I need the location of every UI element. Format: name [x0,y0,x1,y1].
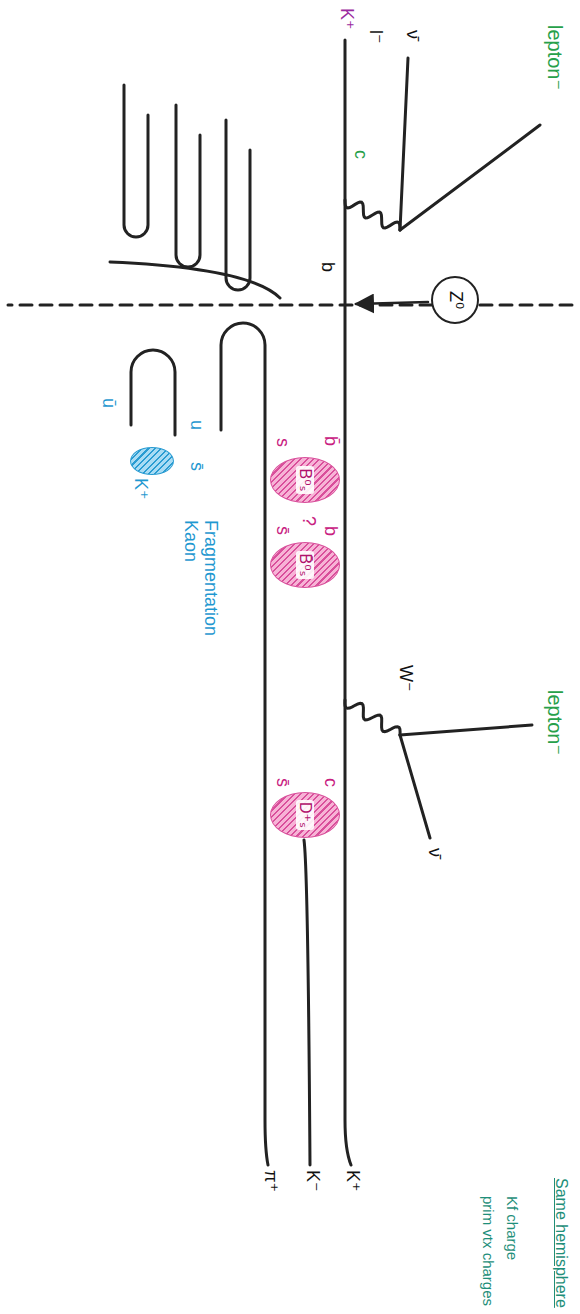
particle-label: π⁺ [260,1170,280,1192]
heading-text: Same hemisphere [552,1178,570,1308]
fragmentation-kaon: K⁺ [130,447,174,500]
lepton-line [400,725,532,735]
antiquark-line [221,323,268,1165]
quark-label: ū [98,398,118,408]
particle-label: K⁻ [302,1170,322,1192]
boson-label: Z⁰ [445,291,465,309]
quark-label: b [317,262,337,272]
meson-ellipse: B⁰ₛ [270,457,340,503]
fragmentation-string [110,262,280,298]
particle-label: K⁺ [336,8,356,30]
quark-label: s [272,438,292,447]
lepton-label: lepton⁻ [544,25,566,90]
note-text: Kf charge [504,1196,521,1260]
note-text: prim vtx charges [480,1196,497,1306]
particle-label: l⁻ [365,30,385,44]
quark-label: s̄ [272,526,292,535]
quark-label: c [320,778,340,787]
z-boson-circle: Z⁰ [431,276,479,324]
quark-label: c [350,150,370,159]
w-boson [345,200,400,230]
meson-ellipse: B̄⁰ₛ [270,542,340,588]
hemisphere-divider [8,304,572,307]
fragmentation-string [131,350,175,435]
w-boson [345,700,400,735]
meson-ellipse: D⁺ₛ [270,792,340,838]
caption-text: Fragmentation Kaon [180,520,220,645]
lepton-line [400,125,540,230]
kaon-ellipse [130,447,174,475]
neutrino-line [400,735,430,838]
quark-label: b̄ [320,436,340,446]
fragmentation-string [226,120,250,290]
z-arrow [356,302,428,304]
quark-label: b [320,526,340,536]
fragmentation-string [124,85,148,237]
quark-label: u [186,420,206,430]
meson-label: D⁺ₛ [296,800,314,830]
kaon-line [304,840,310,1165]
neutrino-line [400,58,408,230]
boson-label: W⁻ [395,665,415,692]
meson-label: K⁺ [130,478,150,500]
fragmentation-string [176,105,200,267]
lepton-label: lepton⁻ [544,690,566,755]
quark-label: s̄ [272,778,292,787]
particle-label: ν̄ [424,848,444,857]
oscillation-mark: ? [298,516,318,526]
quark-label: s̄ [186,462,206,471]
particle-label: ν̄ [402,30,422,39]
meson-label: B̄⁰ₛ [296,551,314,578]
meson-label: B⁰ₛ [296,466,314,493]
particle-label: K⁺ [342,1170,362,1192]
